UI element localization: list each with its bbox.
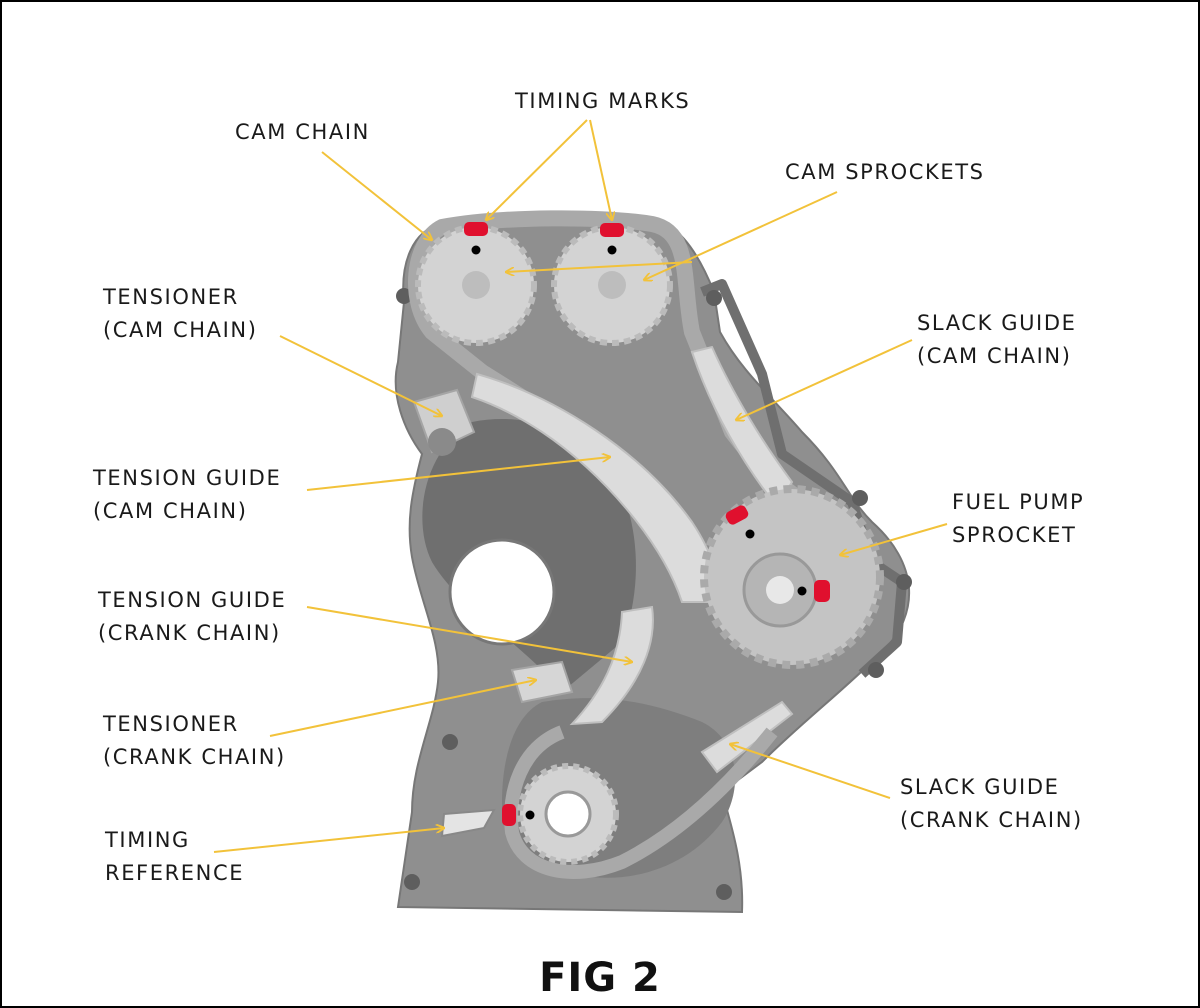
leader-timing-reference [213, 828, 444, 853]
slack-guide-crank-chain [700, 700, 794, 774]
bolt [852, 490, 868, 506]
cam-sprocket-left [415, 224, 537, 346]
label-timing-marks: TIMING MARKS [515, 89, 691, 113]
crank-sprocket [517, 763, 619, 865]
tension-guide-crank-chain [569, 605, 654, 726]
leader-lines [213, 119, 948, 853]
crank-chain [504, 725, 778, 879]
label-cam-chain: CAM CHAIN [235, 120, 370, 144]
leader-fuel-pump-sprocket [840, 523, 948, 555]
label-fuel-pump-sprocket: FUEL PUMP SPROCKET [952, 490, 1085, 547]
timing-mark [725, 505, 749, 525]
tensioner-cam-chain [412, 388, 476, 456]
bolt [706, 290, 722, 306]
label-slack-guide-cam-chain: SLACK GUIDE (CAM CHAIN) [917, 311, 1077, 368]
timing-dot [607, 245, 617, 255]
timing-mark [502, 804, 516, 826]
timing-dot [471, 245, 481, 255]
leader-timing-mark-right [589, 119, 612, 220]
housing-rib-right [700, 279, 907, 678]
bolt [896, 574, 912, 590]
leader-tension-guide-crank-chain [306, 606, 632, 662]
timing-mark [464, 222, 488, 236]
leader-tension-guide-cam-chain [306, 457, 610, 491]
bolt [404, 874, 420, 890]
leader-cam-sprocket-left [506, 261, 693, 272]
label-tension-guide-crank-chain: TENSION GUIDE (CRANK CHAIN) [98, 588, 287, 645]
housing-hole [448, 538, 556, 646]
leader-timing-mark-left [486, 119, 588, 220]
leader-tensioner-cam-chain [279, 335, 442, 416]
tensioner-crank-chain [510, 660, 574, 704]
timing-dot [525, 810, 535, 820]
leader-slack-guide-cam-chain [736, 339, 913, 420]
bolt [442, 734, 458, 750]
bolt [396, 288, 412, 304]
cam-sprocket-right [551, 224, 673, 346]
leader-cam-sprocket-right [644, 191, 838, 280]
timing-dot [745, 529, 755, 539]
label-tensioner-crank-chain: TENSIONER (CRANK CHAIN) [103, 712, 286, 769]
timing-marks [464, 222, 830, 826]
timing-mark [814, 580, 830, 602]
leader-tensioner-crank-chain [269, 680, 536, 737]
bolt [868, 662, 884, 678]
bolt [716, 884, 732, 900]
timing-mark [600, 223, 624, 237]
label-timing-reference: TIMING REFERENCE [105, 828, 245, 885]
label-slack-guide-crank-chain: SLACK GUIDE (CRANK CHAIN) [900, 775, 1083, 832]
label-tensioner-cam-chain: TENSIONER (CAM CHAIN) [103, 285, 258, 342]
figure-caption: FIG 2 [539, 955, 661, 1001]
leader-slack-guide-crank-chain [730, 744, 891, 799]
leader-cam-chain [321, 151, 432, 240]
label-cam-sprockets: CAM SPROCKETS [785, 160, 985, 184]
timing-dot [797, 586, 807, 596]
label-tension-guide-cam-chain: TENSION GUIDE (CAM CHAIN) [93, 466, 282, 523]
